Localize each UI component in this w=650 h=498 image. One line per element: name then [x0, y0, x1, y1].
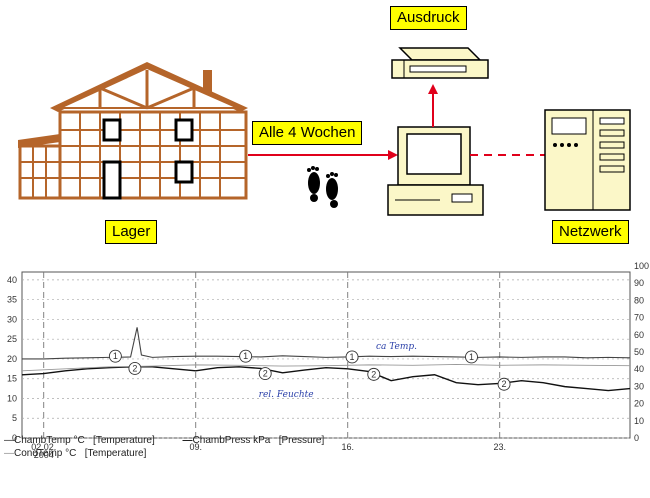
- right-tick-label: 10: [634, 416, 644, 426]
- series-line-2: [21, 364, 631, 372]
- right-tick-label: 100: [634, 261, 649, 271]
- server-icon: [544, 109, 631, 211]
- left-tick-label: 30: [7, 314, 17, 324]
- x-tick-label: 16.: [341, 442, 354, 452]
- series-marker-label: 2: [263, 369, 268, 379]
- network-label: Netzwerk: [552, 220, 629, 244]
- legend-swatch-condtemp: —: [4, 448, 14, 459]
- handwritten-note: rel. Feuchte: [259, 390, 314, 400]
- printer-icon: [391, 47, 489, 79]
- right-tick-label: 50: [634, 347, 644, 357]
- legend-group-chambpress: [Pressure]: [278, 435, 325, 446]
- series-marker-label: 2: [371, 369, 376, 379]
- series-marker: [108, 349, 122, 363]
- left-tick-label: 10: [7, 393, 17, 403]
- series-line-0: [22, 327, 631, 360]
- legend-row-2: —CondTemp °C [Temperature]: [4, 448, 146, 459]
- right-tick-label: 0: [634, 433, 639, 443]
- print-arrow: [428, 84, 438, 127]
- x-tick-label: 09.: [189, 442, 202, 452]
- lager-label: Lager: [105, 220, 158, 244]
- series-marker: [128, 361, 142, 375]
- x-tick-sublabel: 2004: [34, 450, 54, 460]
- series-marker-label: 1: [243, 351, 248, 361]
- left-tick-label: 20: [7, 354, 17, 364]
- left-tick-label: 5: [12, 413, 17, 423]
- right-tick-label: 60: [634, 330, 644, 340]
- series-marker: [367, 367, 381, 381]
- left-tick-label: 40: [7, 275, 17, 285]
- series-marker: [258, 367, 272, 381]
- workflow-diagram: [18, 47, 631, 216]
- series-marker-label: 2: [132, 363, 137, 373]
- legend-swatch-chambtemp: —: [4, 435, 14, 446]
- interval-label: Alle 4 Wochen: [252, 121, 363, 145]
- x-tick-label: 23.: [493, 442, 506, 452]
- computer-icon: [387, 126, 484, 216]
- series-marker-label: 2: [502, 379, 507, 389]
- footprints-icon: [307, 166, 338, 208]
- legend-group-chambtemp: [Temperature]: [93, 435, 155, 446]
- handwritten-note: ca Temp.: [376, 342, 417, 352]
- right-tick-label: 30: [634, 381, 644, 391]
- series-marker-label: 1: [113, 351, 118, 361]
- x-tick-label: 02.02.: [31, 442, 56, 452]
- left-tick-label: 25: [7, 334, 17, 344]
- right-tick-label: 20: [634, 399, 644, 409]
- series-marker: [239, 349, 253, 363]
- series-marker: [345, 350, 359, 364]
- left-tick-label: 35: [7, 295, 17, 305]
- print-label: Ausdruck: [390, 6, 467, 30]
- house-icon: [18, 62, 248, 200]
- left-tick-label: 15: [7, 374, 17, 384]
- right-tick-label: 90: [634, 278, 644, 288]
- legend-series-chambtemp: ChambTemp °C: [14, 435, 85, 446]
- legend-swatch-chambpress: —: [182, 435, 193, 446]
- transfer-arrow: [248, 150, 398, 160]
- left-tick-label: 0: [12, 433, 17, 443]
- legend-series-condtemp: CondTemp °C: [14, 448, 77, 459]
- series-marker: [465, 350, 478, 364]
- series-marker-label: 1: [469, 352, 474, 362]
- right-tick-label: 40: [634, 364, 644, 374]
- plot-frame: [21, 271, 631, 439]
- legend-row-1: —ChambTemp °C [Temperature] —ChambPress …: [4, 435, 324, 446]
- legend-group-condtemp: [Temperature]: [84, 448, 147, 459]
- legend-series-chambpress: ChambPress kPa: [192, 435, 271, 446]
- right-tick-label: 70: [634, 313, 644, 323]
- series-marker-label: 1: [350, 352, 355, 362]
- series-line-1: [21, 366, 631, 392]
- right-tick-label: 80: [634, 295, 644, 305]
- series-marker: [497, 377, 511, 391]
